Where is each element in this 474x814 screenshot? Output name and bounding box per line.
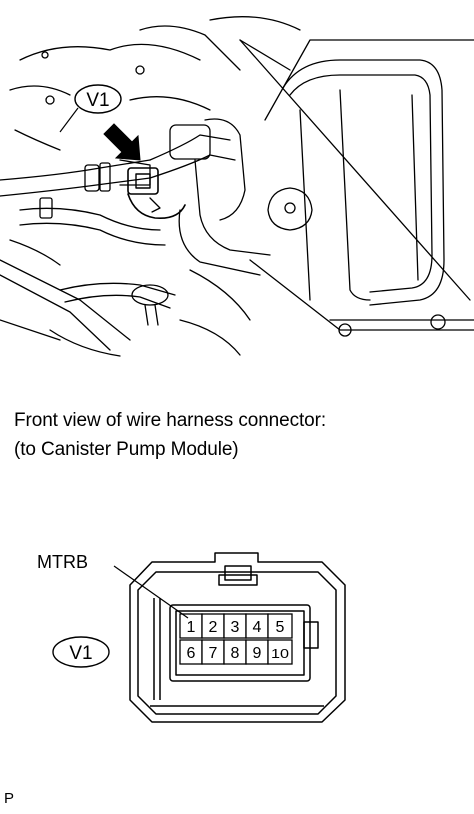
pin-7-label: 7 (209, 645, 218, 662)
upper-connector-callout: V1 (86, 90, 109, 111)
pin-4-label: 4 (253, 619, 262, 636)
pin-2-label: 2 (209, 619, 218, 636)
connector-front-view: 1 2 3 4 5 6 7 8 9 10 MTRB V1 (37, 552, 346, 723)
pin-1-label: 1 (187, 619, 196, 636)
terminal-label-mtrb: MTRB (37, 552, 88, 572)
connector-callout: V1 (69, 643, 92, 664)
pin-8-label: 8 (231, 645, 240, 662)
pin-3-label: 3 (231, 619, 240, 636)
caption-line-2: (to Canister Pump Module) (14, 439, 239, 460)
pin-6-label: 6 (187, 645, 196, 662)
pin-5-label: 5 (276, 619, 285, 636)
caption-line-1: Front view of wire harness connector: (14, 410, 327, 431)
pin-10-label: 10 (271, 646, 289, 661)
figure-code: P (4, 790, 15, 807)
installation-illustration: V1 (0, 16, 474, 357)
pin-9-label: 9 (253, 645, 262, 662)
